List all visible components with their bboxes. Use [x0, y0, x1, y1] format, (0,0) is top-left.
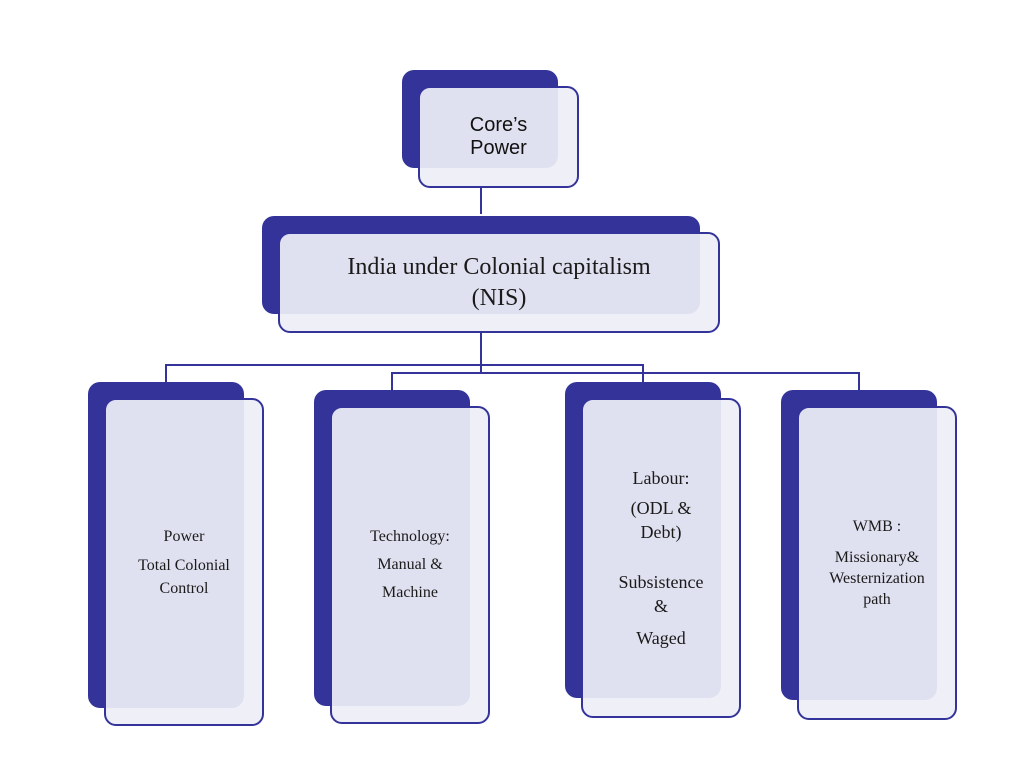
node-india-colonial: India under Colonial capitalism (NIS) — [262, 216, 722, 336]
node-technology-line-2: Manual & — [377, 556, 443, 573]
node-power-line-1: Power — [163, 527, 205, 545]
connector-drop-wmb — [858, 372, 860, 390]
connector-root-to-level1 — [480, 187, 482, 214]
node-wmb: WMB : Missionary& Westernization path — [781, 390, 961, 724]
node-power: Power Total Colonial Control — [88, 382, 268, 728]
connector-drop-labour — [642, 364, 644, 382]
node-core-power-box: Core’s Power — [418, 86, 579, 188]
node-core-power-line-1: Core’s — [469, 114, 528, 136]
node-wmb-line-1: WMB : — [852, 518, 902, 535]
connector-drop-technology — [391, 372, 393, 390]
node-power-line-2: Total Colonial — [138, 556, 230, 574]
connector-drop-power — [165, 364, 167, 382]
node-core-power: Core’s Power — [402, 70, 582, 190]
node-labour-line-2: (ODL & — [630, 498, 692, 518]
node-labour-line-4: Subsistence — [618, 572, 704, 592]
node-wmb-box: WMB : Missionary& Westernization path — [797, 406, 957, 720]
node-wmb-line-4: path — [863, 591, 891, 608]
node-labour-line-5: & — [653, 596, 668, 616]
node-technology-line-3: Machine — [382, 584, 438, 601]
node-labour-box: Labour: (ODL & Debt) Subsistence & Waged — [581, 398, 741, 718]
node-technology: Technology: Manual & Machine — [314, 390, 494, 730]
node-power-box: Power Total Colonial Control — [104, 398, 264, 726]
connector-bus-lower — [391, 372, 859, 374]
node-labour: Labour: (ODL & Debt) Subsistence & Waged — [565, 382, 745, 720]
node-wmb-line-3: Westernization — [829, 570, 925, 587]
node-core-power-line-2: Power — [470, 137, 527, 159]
node-technology-box: Technology: Manual & Machine — [330, 406, 490, 724]
node-labour-line-3: Debt) — [640, 522, 682, 542]
node-india-colonial-box: India under Colonial capitalism (NIS) — [278, 232, 720, 333]
connector-level1-trunk — [480, 332, 482, 374]
node-india-colonial-line-2: (NIS) — [471, 284, 527, 311]
connector-bus-upper — [165, 364, 643, 366]
node-india-colonial-line-1: India under Colonial capitalism — [347, 253, 651, 280]
node-labour-line-6: Waged — [636, 628, 686, 648]
node-wmb-line-2: Missionary& — [834, 549, 920, 566]
node-technology-line-1: Technology: — [370, 528, 450, 545]
node-power-line-3: Control — [159, 579, 209, 597]
node-labour-line-1: Labour: — [632, 468, 690, 488]
